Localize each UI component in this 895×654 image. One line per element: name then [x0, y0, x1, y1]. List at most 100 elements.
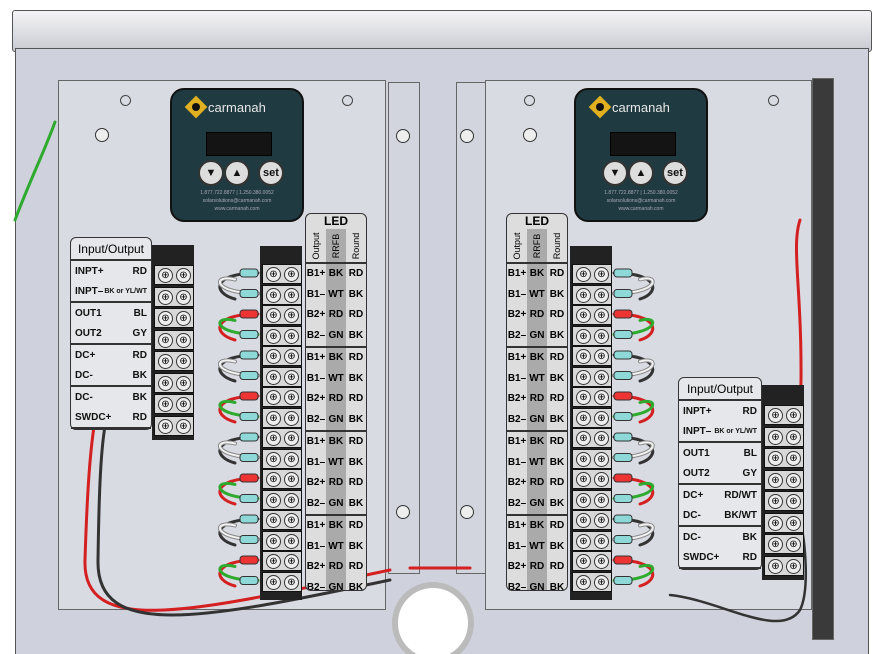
screw-terminal-icon: ⊕ [594, 472, 609, 487]
terminal-position[interactable]: ⊕⊕ [572, 407, 612, 428]
io-row: DC-BK [679, 527, 761, 547]
screw-terminal-icon: ⊕ [176, 332, 191, 348]
led-cell: GN [527, 493, 547, 514]
terminal-position[interactable]: ⊕⊕ [154, 394, 194, 414]
terminal-position[interactable]: ⊕⊕ [572, 428, 612, 448]
terminal-position[interactable]: ⊕⊕ [572, 510, 612, 530]
screw-terminal-icon: ⊕ [158, 289, 173, 305]
led-cell: RD [527, 473, 547, 494]
terminal-position[interactable]: ⊕⊕ [764, 426, 804, 447]
terminal-position[interactable]: ⊕⊕ [154, 265, 194, 285]
terminal-position[interactable]: ⊕⊕ [572, 489, 612, 510]
terminal-position[interactable]: ⊕⊕ [572, 571, 612, 592]
terminal-position[interactable]: ⊕⊕ [764, 405, 804, 425]
terminal-position[interactable]: ⊕⊕ [262, 346, 302, 366]
led-cell: BK [326, 432, 346, 453]
wire-ferrule [239, 432, 259, 442]
terminal-position[interactable]: ⊕⊕ [572, 387, 612, 407]
terminal-position[interactable]: ⊕⊕ [764, 469, 804, 490]
terminal-position[interactable]: ⊕⊕ [262, 284, 302, 305]
terminal-position[interactable]: ⊕⊕ [154, 372, 194, 393]
led-cell: BK [549, 288, 565, 300]
screw-terminal-icon: ⊕ [266, 513, 281, 528]
led-cell: B2– [507, 497, 527, 509]
io-terminal-label: OUT2 [75, 327, 102, 339]
terminal-position[interactable]: ⊕⊕ [262, 387, 302, 407]
terminal-position[interactable]: ⊕⊕ [572, 551, 612, 571]
terminal-position[interactable]: ⊕⊕ [262, 571, 302, 592]
led-header-label: RRFB [331, 233, 341, 258]
screw-terminal-icon: ⊕ [266, 287, 281, 303]
terminal-position[interactable]: ⊕⊕ [764, 534, 804, 554]
terminal-position[interactable]: ⊕⊕ [262, 264, 302, 284]
terminal-position[interactable]: ⊕⊕ [154, 329, 194, 350]
terminal-position[interactable]: ⊕⊕ [262, 448, 302, 469]
terminal-position[interactable]: ⊕⊕ [154, 415, 194, 436]
terminal-position[interactable]: ⊕⊕ [764, 512, 804, 533]
led-cell: BK [527, 264, 547, 285]
led-cell: BK [549, 581, 565, 591]
terminal-position[interactable]: ⊕⊕ [262, 428, 302, 448]
led-cell: B1+ [306, 436, 326, 447]
terminal-position[interactable]: ⊕⊕ [262, 469, 302, 489]
controller-brand: carmanah [208, 100, 266, 115]
wire-ferrule [613, 494, 633, 503]
io-terminal-label: OUT1 [683, 447, 710, 459]
terminal-position[interactable]: ⊕⊕ [262, 489, 302, 510]
terminal-position[interactable]: ⊕⊕ [572, 469, 612, 489]
controller-web: www.carmanah.com [618, 206, 664, 212]
terminal-position[interactable]: ⊕⊕ [262, 366, 302, 387]
terminal-position[interactable]: ⊕⊕ [262, 407, 302, 428]
led-cell: B1+ [306, 520, 326, 531]
screw-terminal-icon: ⊕ [594, 369, 609, 385]
io-wire-color: BK/WT [724, 509, 757, 521]
terminal-position[interactable]: ⊕⊕ [572, 325, 612, 346]
screw-terminal-icon: ⊕ [266, 574, 281, 590]
terminal-position[interactable]: ⊕⊕ [572, 530, 612, 551]
down-button[interactable]: ▼ [198, 160, 224, 186]
terminal-position[interactable]: ⊕⊕ [572, 284, 612, 305]
terminal-position[interactable]: ⊕⊕ [154, 308, 194, 328]
up-button[interactable]: ▲ [628, 160, 654, 186]
terminal-position[interactable]: ⊕⊕ [572, 366, 612, 387]
terminal-position[interactable]: ⊕⊕ [262, 325, 302, 346]
down-button[interactable]: ▼ [602, 160, 628, 186]
io-wire-color: RD [132, 411, 147, 423]
wire-ferrule [239, 289, 259, 298]
io-title: Input/Output [71, 238, 151, 261]
up-button[interactable]: ▲ [224, 160, 250, 186]
terminal-position[interactable]: ⊕⊕ [572, 346, 612, 366]
terminal-position[interactable]: ⊕⊕ [572, 448, 612, 469]
terminal-position[interactable]: ⊕⊕ [764, 448, 804, 468]
terminal-position[interactable]: ⊕⊕ [262, 530, 302, 551]
led-cell: RD [348, 436, 364, 447]
terminal-position[interactable]: ⊕⊕ [154, 351, 194, 371]
terminal-position[interactable]: ⊕⊕ [154, 286, 194, 307]
terminal-position[interactable]: ⊕⊕ [764, 555, 804, 576]
screw-terminal-icon: ⊕ [786, 558, 801, 574]
led-cell: B1+ [507, 520, 527, 531]
io-wire-color: BL [743, 447, 757, 459]
terminal-position[interactable]: ⊕⊕ [262, 551, 302, 571]
terminal-position[interactable]: ⊕⊕ [764, 491, 804, 511]
wire-ferrule [239, 494, 259, 503]
screw-terminal-icon: ⊕ [594, 431, 609, 446]
terminal-position[interactable]: ⊕⊕ [572, 264, 612, 284]
set-button[interactable]: set [662, 160, 688, 186]
led-cell: RD [527, 389, 547, 410]
wire-ferrule [613, 289, 633, 298]
controller-display [206, 132, 272, 156]
terminal-position[interactable]: ⊕⊕ [262, 510, 302, 530]
led-cell: WT [326, 452, 346, 473]
led-cell: BK [348, 372, 364, 384]
terminal-position[interactable]: ⊕⊕ [262, 305, 302, 325]
screw-icon [95, 128, 109, 142]
set-button[interactable]: set [258, 160, 284, 186]
screw-terminal-icon: ⊕ [284, 431, 299, 446]
terminal-position[interactable]: ⊕⊕ [572, 305, 612, 325]
